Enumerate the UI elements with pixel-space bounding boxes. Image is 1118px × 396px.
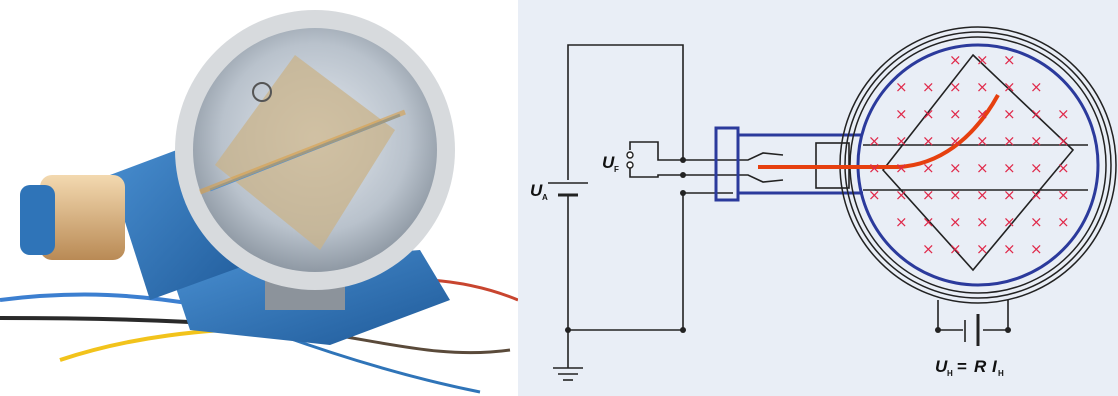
- field-cross: ×: [1003, 186, 1016, 204]
- magnetic-field-crosses: × × × × × × × × × × × × × × × × × × × × × × × × × × × × × × × × × × × × × × × ×…: [868, 51, 1070, 258]
- logo-mark: [252, 82, 272, 102]
- field-cross: ×: [1003, 132, 1016, 150]
- label-resistance: R: [974, 357, 987, 376]
- field-cross: ×: [1030, 105, 1043, 123]
- field-cross: ×: [922, 159, 935, 177]
- field-cross: ×: [949, 213, 962, 231]
- field-cross: ×: [1057, 186, 1070, 204]
- field-cross: ×: [1030, 213, 1043, 231]
- field-cross: ×: [1003, 240, 1016, 258]
- field-cross: ×: [976, 132, 989, 150]
- electron-beam: [758, 94, 1000, 169]
- field-cross: ×: [1057, 132, 1070, 150]
- field-cross: ×: [868, 132, 881, 150]
- field-cross: ×: [949, 132, 962, 150]
- label-ua: U A: [530, 181, 548, 202]
- label-ua-subscript: A: [542, 193, 548, 202]
- junction-dots: [565, 157, 1011, 333]
- field-cross: ×: [895, 105, 908, 123]
- field-cross: ×: [895, 132, 908, 150]
- field-cross: ×: [895, 186, 908, 204]
- terminal-icon: [626, 161, 634, 169]
- field-cross: ×: [976, 240, 989, 258]
- field-cross: ×: [895, 78, 908, 96]
- label-uf-symbol: U: [602, 153, 615, 172]
- field-cross: ×: [1030, 240, 1043, 258]
- field-cross: ×: [976, 186, 989, 204]
- label-uh-symbol: U: [935, 357, 948, 376]
- gun-housing: [714, 126, 863, 202]
- field-cross: ×: [1030, 159, 1043, 177]
- field-cross: ×: [976, 213, 989, 231]
- field-cross: ×: [949, 240, 962, 258]
- field-cross: ×: [922, 240, 935, 258]
- field-cross: ×: [922, 213, 935, 231]
- field-cross: ×: [1003, 51, 1016, 69]
- field-cross: ×: [1057, 159, 1070, 177]
- label-ua-symbol: U: [530, 181, 543, 200]
- field-cross: ×: [1003, 213, 1016, 231]
- field-cross: ×: [895, 159, 908, 177]
- field-cross: ×: [1030, 132, 1043, 150]
- terminal-icon: [626, 151, 634, 159]
- field-cross: ×: [976, 159, 989, 177]
- label-current-subscript: H: [998, 369, 1004, 378]
- field-cross: ×: [868, 159, 881, 177]
- field-cross: ×: [976, 51, 989, 69]
- field-cross: ×: [949, 159, 962, 177]
- field-cross: ×: [868, 186, 881, 204]
- field-cross: ×: [1057, 105, 1070, 123]
- label-equals: =: [957, 357, 967, 376]
- label-current: I: [992, 357, 998, 376]
- field-cross: ×: [1057, 213, 1070, 231]
- field-cross: ×: [949, 51, 962, 69]
- field-cross: ×: [1003, 159, 1016, 177]
- tube-socket-glass: [40, 175, 125, 260]
- field-cross: ×: [922, 105, 935, 123]
- field-cross: ×: [949, 78, 962, 96]
- field-cross: ×: [949, 186, 962, 204]
- field-cross: ×: [976, 105, 989, 123]
- field-cross: ×: [1030, 186, 1043, 204]
- schematic-svg: × × × × × × × × × × × × × × × × × × × × × × × × × × × × × × × × × × × × × × × ×…: [530, 26, 1117, 381]
- label-uf-subscript: F: [614, 165, 619, 174]
- label-uf: U F: [602, 153, 619, 174]
- field-cross: ×: [976, 78, 989, 96]
- label-uh: U H = R I H: [935, 357, 1004, 378]
- circuit-diagram: × × × × × × × × × × × × × × × × × × × × × × × × × × × × × × × × × × × × × × × ×…: [518, 0, 1118, 396]
- field-cross: ×: [1003, 78, 1016, 96]
- field-cross: ×: [949, 105, 962, 123]
- field-cross: ×: [922, 132, 935, 150]
- cable-blue: [0, 292, 201, 307]
- label-uh-subscript: H: [947, 369, 953, 378]
- tube-electrode: [199, 109, 406, 195]
- field-cross: ×: [922, 186, 935, 204]
- field-cross: ×: [1003, 105, 1016, 123]
- field-cross: ×: [1030, 78, 1043, 96]
- apparatus-photo: [0, 0, 518, 396]
- cable-blue-2: [279, 333, 481, 394]
- field-cross: ×: [922, 78, 935, 96]
- tube-end-cap: [20, 185, 55, 255]
- apparatus-illustration: [0, 10, 518, 394]
- field-cross: ×: [895, 213, 908, 231]
